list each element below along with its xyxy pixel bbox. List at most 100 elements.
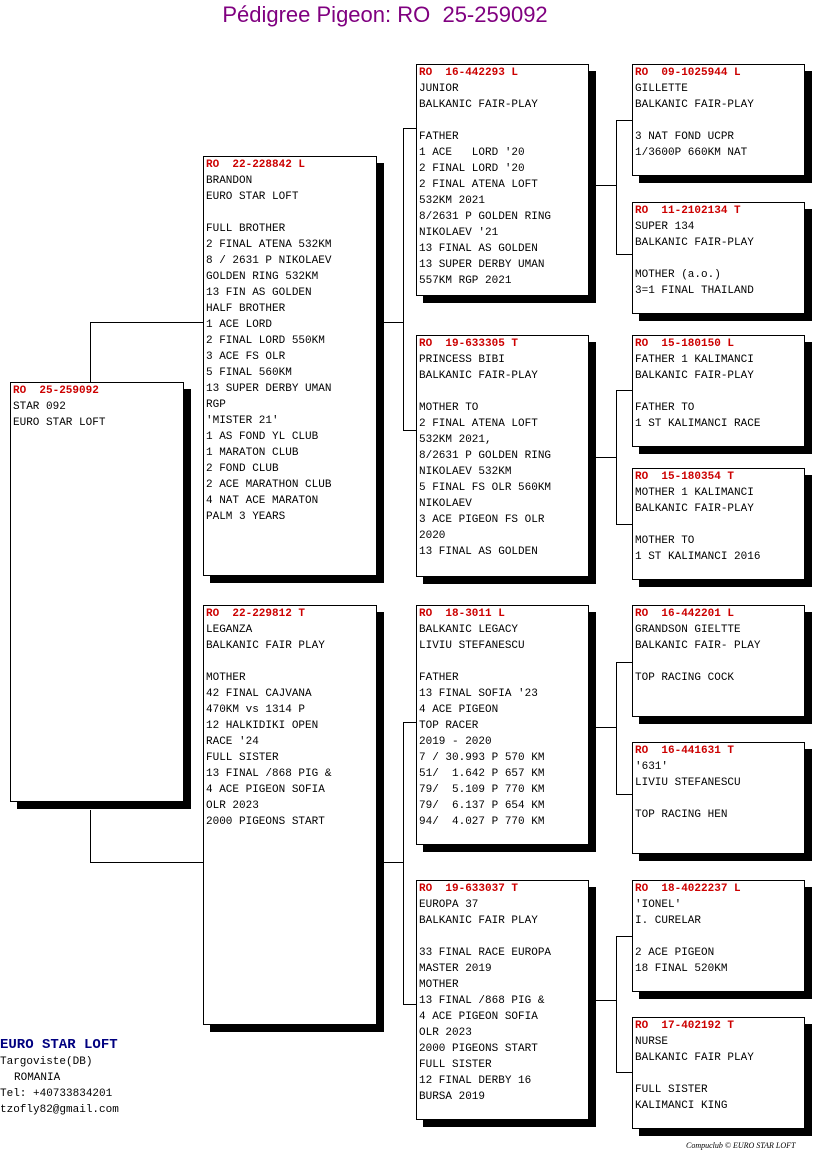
pigeon-info-line: BALKANIC FAIR-PLAY: [635, 99, 754, 111]
pigeon-info-line: MOTHER: [419, 979, 459, 991]
pigeon-info-line: 42 FINAL CAJVANA: [206, 688, 312, 700]
pigeon-info-line: PRINCESS BIBI: [419, 354, 505, 366]
pigeon-info-line: 13 FINAL AS GOLDEN: [419, 243, 538, 255]
pigeon-info-line: [419, 113, 586, 129]
pigeon-info-line: RGP: [206, 399, 226, 411]
pigeon-info-line: 1 AS FOND YL CLUB: [206, 431, 319, 443]
pigeon-info-line: FULL SISTER: [419, 1059, 492, 1071]
pigeon-info-line: MASTER 2019: [419, 963, 492, 975]
ring-number: RO 19-633037 T: [419, 883, 519, 895]
connector-line: [616, 794, 632, 795]
loft-email[interactable]: tzofly82@gmail.com: [0, 1104, 119, 1116]
pigeon-info-line: 4 NAT ACE MARATON: [206, 495, 319, 507]
pigeon-info-line: 8 / 2631 P NIKOLAEV: [206, 255, 332, 267]
pigeon-info-line: 13 SUPER DERBY UMAN: [206, 383, 332, 395]
pigeon-info-line: I. CURELAR: [635, 915, 702, 927]
pigeon-info-line: RACE '24: [206, 736, 259, 748]
pigeon-info-line: 8/2631 P GOLDEN RING: [419, 450, 552, 462]
pigeon-info-line: 3=1 FINAL THAILAND: [635, 285, 754, 297]
pigeon-info-line: BALKANIC FAIR-PLAY: [635, 503, 754, 515]
loft-phone[interactable]: Tel: +40733834201: [0, 1088, 113, 1100]
connector-line: [616, 120, 632, 121]
pigeon-info-line: 1 ST KALIMANCI 2016: [635, 551, 761, 563]
pigeon-info-line: 2 ACE PIGEON: [635, 947, 715, 959]
connector-line: [403, 1004, 416, 1005]
connector-line: [616, 120, 617, 254]
loft-city: Targoviste(DB): [0, 1056, 93, 1068]
loft-info: EURO STAR LOFT Targoviste(DB) ROMANIA Te…: [0, 1036, 119, 1118]
pigeon-info-line: BALKANIC LEGACY: [419, 624, 519, 636]
pigeon-info-line: 2 FINAL ATENA LOFT: [419, 179, 538, 191]
connector-line: [616, 524, 632, 525]
pigeon-info-line: 8/2631 P GOLDEN RING: [419, 211, 552, 223]
pigeon-info-line: 2 FINAL LORD 550KM: [206, 335, 325, 347]
pigeon-info-line: NURSE: [635, 1036, 669, 1048]
ring-number: RO 19-633305 T: [419, 338, 519, 350]
pigeon-info-line: 1 MARATON CLUB: [206, 447, 299, 459]
connector-line: [383, 862, 403, 863]
pigeon-info-line: [419, 384, 586, 400]
connector-line: [596, 727, 616, 728]
pigeon-info-line: 470KM vs 1314 P: [206, 704, 306, 716]
connector-line: [403, 722, 416, 723]
pigeon-info-line: 94/ 4.027 P 770 KM: [419, 816, 545, 828]
pigeon-info-line: TOP RACER: [419, 720, 479, 732]
pigeon-info-line: BALKANIC FAIR- PLAY: [635, 640, 761, 652]
connector-line: [403, 128, 404, 430]
pigeon-info-line: 79/ 6.137 P 654 KM: [419, 800, 545, 812]
pigeon-info-line: 13 FINAL /868 PIG &: [206, 768, 332, 780]
pigeon-info-line: 13 FINAL SOFIA '23: [419, 688, 538, 700]
pigeon-info-line: 18 FINAL 520KM: [635, 963, 728, 975]
pigeon-info-line: 1/3600P 660KM NAT: [635, 147, 748, 159]
pigeon-info-line: BALKANIC FAIR-PLAY: [635, 237, 754, 249]
pigeon-info-line: 13 FIN AS GOLDEN: [206, 287, 312, 299]
pigeon-info-line: LIVIU STEFANESCU: [419, 640, 525, 652]
pigeon-info-line: 4 ACE PIGEON: [419, 704, 499, 716]
connector-line: [616, 390, 617, 524]
pigeon-info-line: 2019 - 2020: [419, 736, 492, 748]
ring-number: RO 22-229812 T: [206, 608, 306, 620]
pigeon-info-line: 557KM RGP 2021: [419, 275, 512, 287]
pigeon-info-line: 5 FINAL 560KM: [206, 367, 292, 379]
pigeon-info-line: STAR 092: [13, 401, 66, 413]
pigeon-info-line: 'MISTER 21': [206, 415, 279, 427]
pigeon-info-line: 3 ACE FS OLR: [206, 351, 286, 363]
pigeon-info-line: 1 ACE LORD: [206, 319, 273, 331]
pigeon-info-line: FATHER: [419, 131, 459, 143]
ring-number: RO 16-442293 L: [419, 67, 519, 79]
pigeon-info-line: GOLDEN RING 532KM: [206, 271, 319, 283]
pigeon-info-line: 12 FINAL DERBY 16: [419, 1075, 532, 1087]
connector-line: [616, 254, 632, 255]
pigeon-info-line: 33 FINAL RACE EUROPA: [419, 947, 552, 959]
pigeon-info-line: BALKANIC FAIR PLAY: [206, 640, 325, 652]
page-title: Pédigree Pigeon: RO 25-259092: [222, 2, 548, 27]
connector-line: [616, 662, 617, 794]
pigeon-info-line: 2 FOND CLUB: [206, 463, 279, 475]
pigeon-info-line: NIKOLAEV 532KM: [419, 466, 512, 478]
pigeon-info-line: [635, 1066, 802, 1082]
ring-number: RO 18-4022237 L: [635, 883, 741, 895]
connector-line: [596, 457, 616, 458]
connector-line: [596, 185, 616, 186]
pigeon-info-line: PALM 3 YEARS: [206, 511, 286, 523]
connector-line: [616, 662, 632, 663]
pigeon-info-line: 4 ACE PIGEON SOFIA: [206, 784, 325, 796]
ring-number: RO 09-1025944 L: [635, 67, 741, 79]
pigeon-info-line: 532KM 2021: [419, 195, 486, 207]
pigeon-info-line: 2 FINAL ATENA LOFT: [419, 418, 538, 430]
